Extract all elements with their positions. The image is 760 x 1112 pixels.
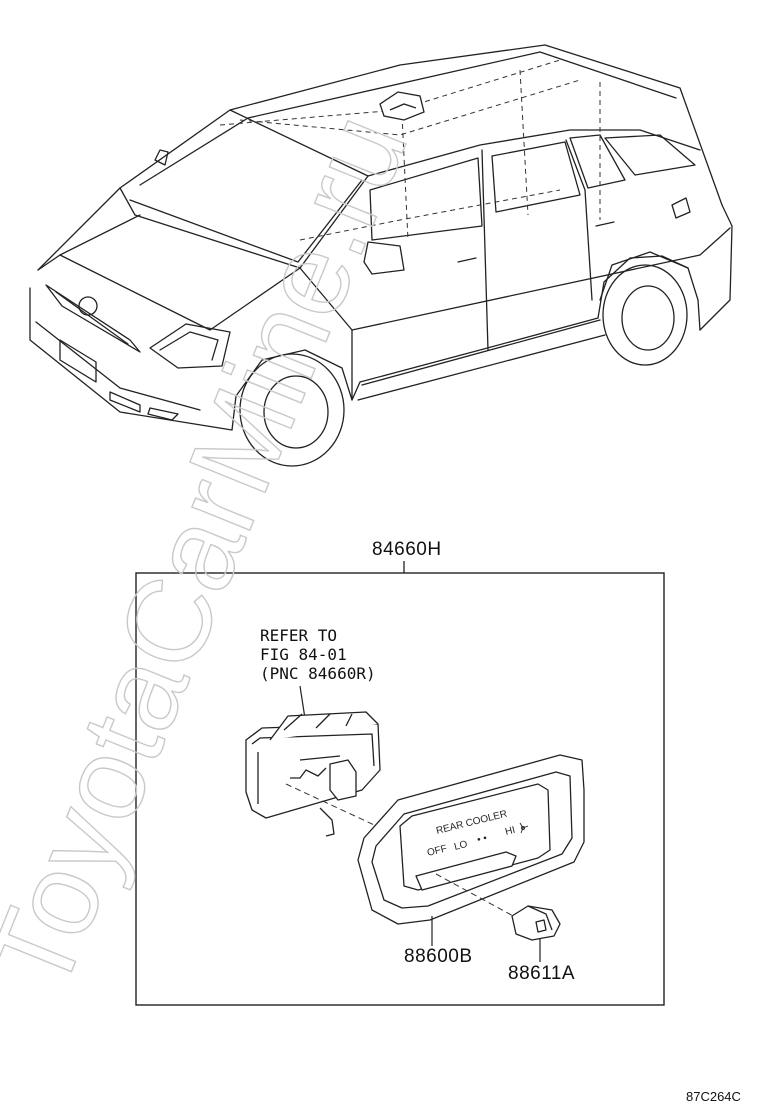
overhead-console-part bbox=[379, 91, 425, 121]
panel-off-text: OFF bbox=[426, 843, 448, 859]
vehicle-hidden-lines bbox=[219, 59, 601, 241]
knob-part-number: 88611A bbox=[508, 963, 575, 984]
fan-icon bbox=[519, 822, 529, 834]
switch-panel-part-number: 88600B bbox=[404, 946, 473, 967]
reference-line-3: (PNC 84660R) bbox=[260, 664, 376, 683]
assembly-frame bbox=[135, 572, 665, 1006]
figure-code: 87C264C bbox=[686, 1089, 741, 1104]
switch-body bbox=[245, 711, 381, 837]
assembly-part-number: 84660H bbox=[372, 539, 442, 560]
panel-dots-text: • • bbox=[476, 833, 489, 846]
panel-lo-text: LO bbox=[453, 839, 469, 853]
rear-cooler-switch-panel bbox=[357, 754, 585, 925]
panel-hi-text: HI bbox=[504, 825, 516, 838]
vehicle-illustration bbox=[29, 44, 733, 467]
reference-line-2: FIG 84-01 bbox=[260, 645, 347, 664]
knob-part bbox=[511, 905, 561, 941]
panel-to-knob-dashed-line bbox=[435, 873, 529, 925]
reference-line-1: REFER TO bbox=[260, 626, 337, 645]
